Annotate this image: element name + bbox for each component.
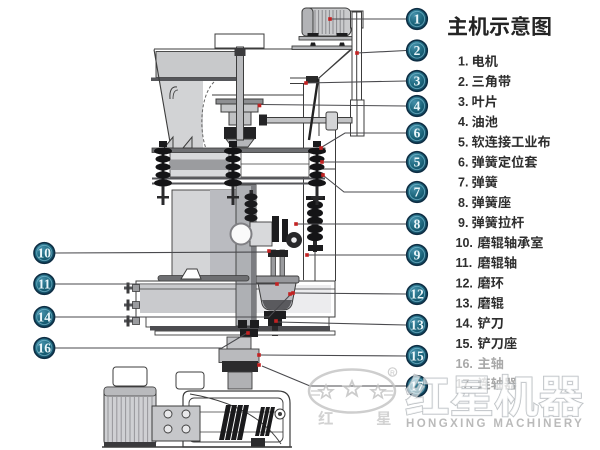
svg-text:4: 4 — [414, 99, 421, 114]
svg-text:2.: 2. — [458, 75, 468, 89]
svg-text:3.: 3. — [458, 95, 468, 109]
svg-text:6.: 6. — [458, 155, 468, 169]
svg-text:HONGXING MACHINERY: HONGXING MACHINERY — [406, 418, 584, 430]
svg-text:10.: 10. — [456, 236, 473, 250]
svg-text:14.: 14. — [456, 317, 473, 331]
svg-text:1: 1 — [414, 12, 421, 27]
svg-text:12: 12 — [410, 287, 424, 302]
svg-text:5: 5 — [414, 155, 421, 170]
svg-text:15.: 15. — [456, 337, 473, 351]
svg-text:8: 8 — [414, 217, 421, 232]
svg-text:5.: 5. — [458, 135, 468, 149]
svg-text:13.: 13. — [456, 297, 473, 311]
svg-text:16.: 16. — [456, 357, 473, 371]
svg-text:16: 16 — [38, 341, 52, 356]
svg-text:R: R — [390, 370, 395, 377]
svg-text:14: 14 — [38, 310, 52, 325]
svg-text:12.: 12. — [456, 276, 473, 290]
svg-text:11.: 11. — [456, 256, 473, 270]
svg-text:2: 2 — [414, 43, 421, 58]
svg-text:7: 7 — [414, 185, 421, 200]
svg-text:1.: 1. — [458, 55, 468, 69]
svg-text:7.: 7. — [458, 176, 468, 190]
svg-text:9.: 9. — [458, 216, 468, 230]
svg-text:9: 9 — [414, 248, 421, 263]
svg-text:10: 10 — [38, 246, 52, 261]
svg-text:3: 3 — [414, 74, 421, 89]
svg-text:15: 15 — [410, 349, 424, 364]
svg-text:11: 11 — [38, 277, 51, 292]
svg-text:13: 13 — [410, 318, 424, 333]
svg-text:6: 6 — [414, 126, 421, 141]
svg-text:8.: 8. — [458, 196, 468, 210]
svg-text:4.: 4. — [458, 115, 468, 129]
